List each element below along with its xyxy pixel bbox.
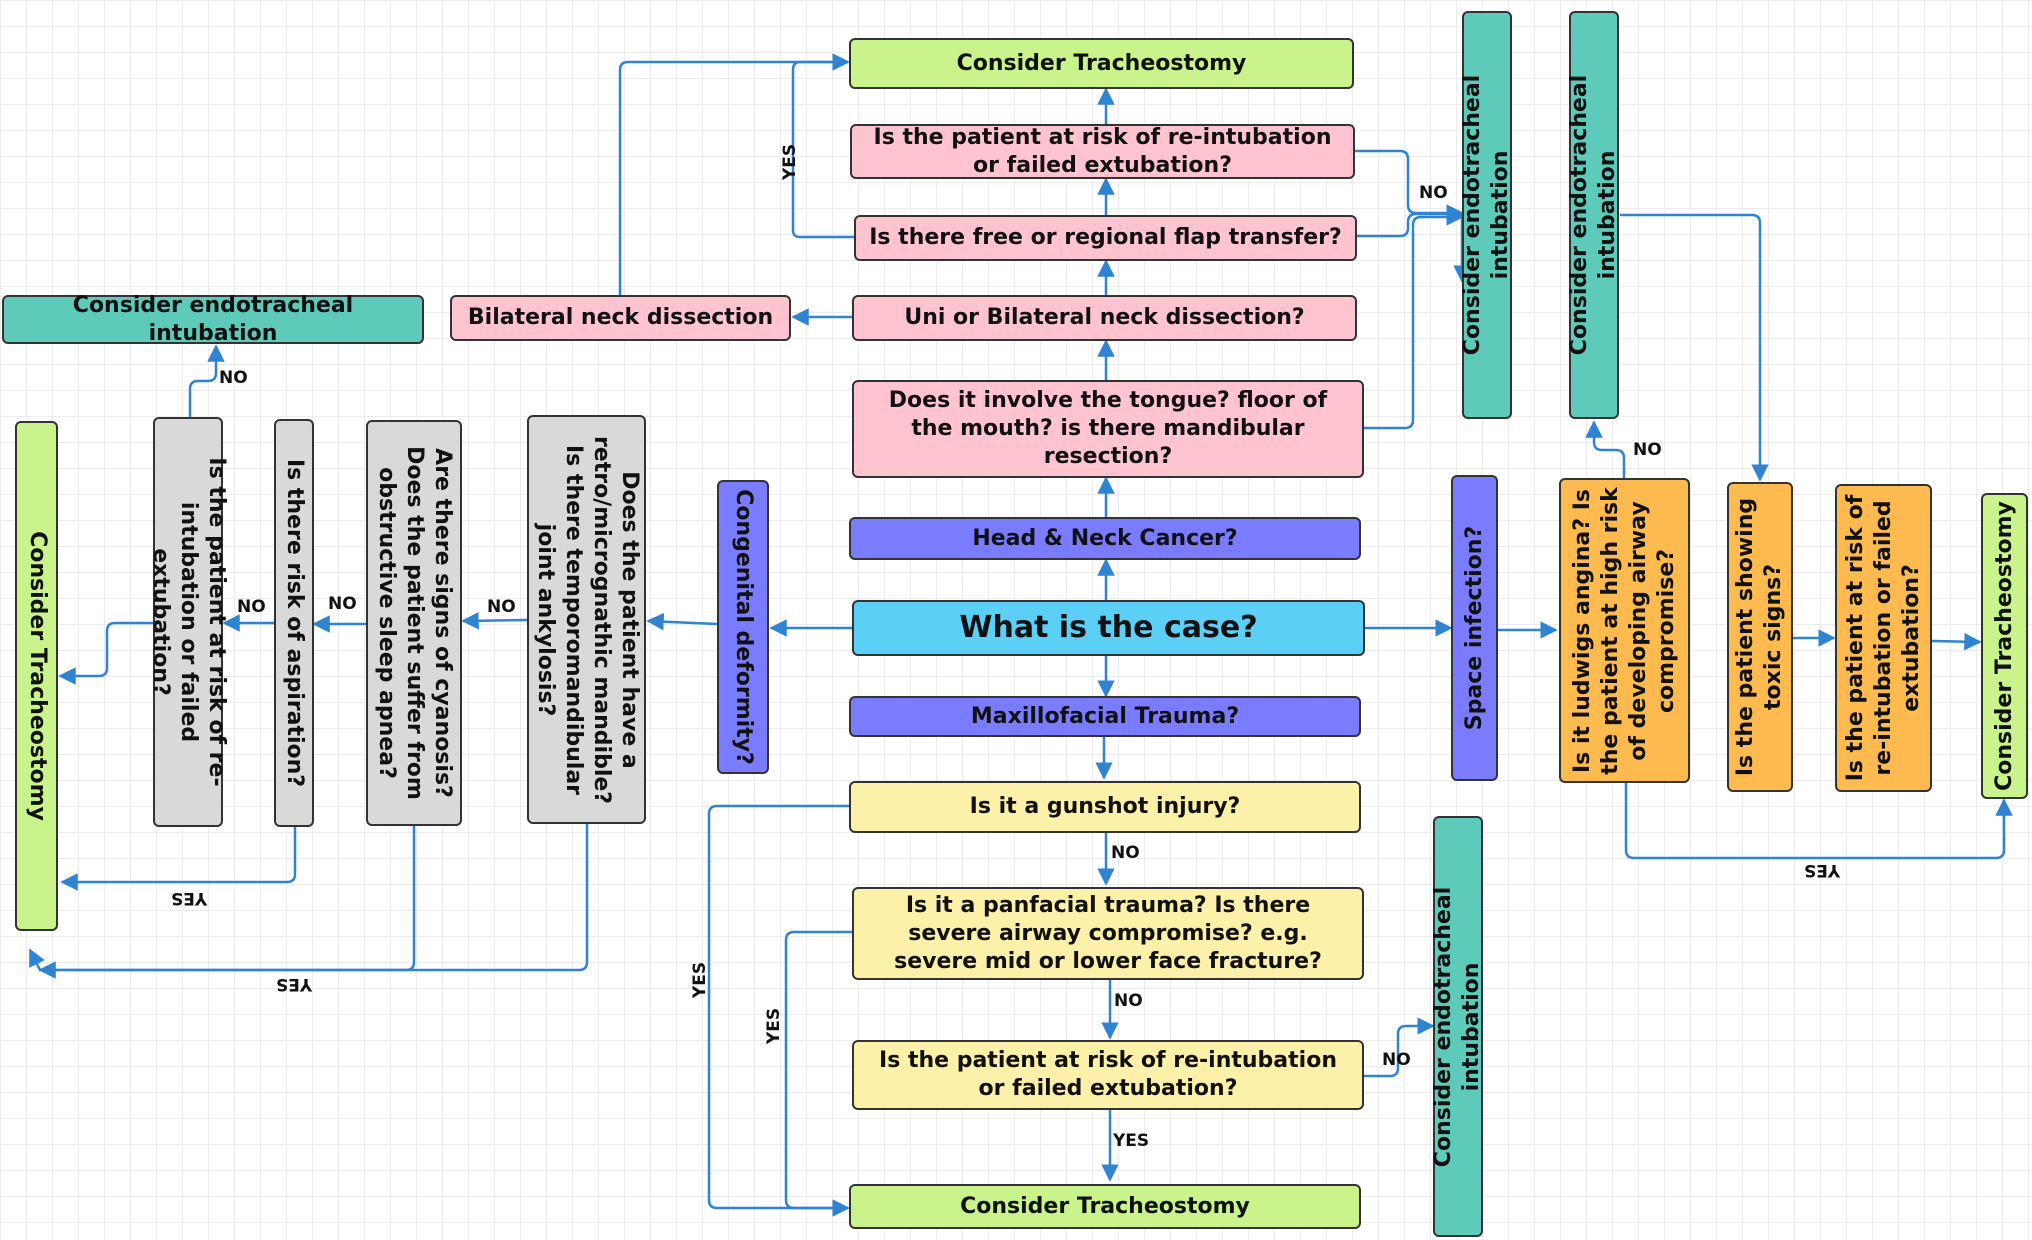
label-yes-top: YES bbox=[780, 143, 801, 181]
label-yes-gunshot: YES bbox=[690, 961, 711, 999]
bilateral-dissection-node[interactable]: Bilateral neck dissection bbox=[450, 295, 791, 341]
ludwigs-node[interactable]: Is it ludwigs angina? Is the patient at … bbox=[1559, 478, 1690, 783]
bilateral-dissection-text: Bilateral neck dissection bbox=[467, 305, 774, 330]
edge-risk-left-to-trach bbox=[58, 621, 153, 685]
head-neck-cancer-node[interactable]: Head & Neck Cancer? bbox=[849, 517, 1361, 560]
space-infection-node[interactable]: Space infection? bbox=[1451, 475, 1498, 781]
label-yes-left-bottom: YES bbox=[276, 974, 313, 994]
edge-risk-no-to-endo bbox=[1355, 149, 1464, 222]
flap-transfer-text: Is there free or regional flap transfer? bbox=[869, 225, 1342, 250]
aspiration-node[interactable]: Is there risk of aspiration? bbox=[274, 419, 314, 827]
edge-risk-right-to-trach bbox=[1931, 632, 1982, 651]
label-no-gunshot: NO bbox=[1111, 843, 1140, 863]
edge-tongue-no-to-endo bbox=[1355, 208, 1464, 430]
edge-congenital-to-retro bbox=[646, 612, 718, 631]
what-is-the-case-node[interactable]: What is the case? bbox=[852, 600, 1365, 656]
label-no-top-right: NO bbox=[1419, 183, 1448, 203]
risk-reintubation-left-node[interactable]: Is the patient at risk of re-intubation … bbox=[148, 417, 229, 827]
risk-reintubation-top-text: Is the patient at risk of re-intubation … bbox=[873, 124, 1332, 178]
toxic-signs-text: Is the patient showing toxic signs? bbox=[1733, 497, 1786, 777]
edge-risk-bottom-no-to-endo bbox=[1364, 1017, 1435, 1078]
retro-micrognathic-node[interactable]: Does the patient have a retro/micrognath… bbox=[527, 415, 646, 824]
cyanosis-text: Are there signs of cyanosis? Does the pa… bbox=[374, 446, 455, 800]
edge-bilateral-to-trach bbox=[618, 53, 850, 295]
endo-vertical-bottom-node[interactable]: Consider endotracheal intubation bbox=[1431, 816, 1484, 1237]
edge-cyanosis-yes-to-trach bbox=[28, 826, 416, 972]
edge-flap-no-to-endo bbox=[1357, 205, 1464, 238]
label-yes-right: YES bbox=[1804, 860, 1841, 880]
trach-top-node[interactable]: Consider Tracheostomy bbox=[849, 38, 1354, 89]
trach-top-text: Consider Tracheostomy bbox=[956, 50, 1247, 76]
label-yes-left-mid: YES bbox=[171, 888, 208, 908]
edge-endo-right-to-toxic bbox=[1620, 213, 1769, 482]
maxillofacial-trauma-text: Maxillofacial Trauma? bbox=[970, 703, 1240, 729]
congenital-deformity-text: Congenital deformity? bbox=[731, 489, 756, 765]
aspiration-text: Is there risk of aspiration? bbox=[282, 458, 307, 788]
risk-reintubation-bottom-text: Is the patient at risk of re-intubation … bbox=[879, 1048, 1337, 1101]
gunshot-node[interactable]: Is it a gunshot injury? bbox=[849, 781, 1361, 833]
trach-left-text: Consider Tracheostomy bbox=[24, 531, 50, 821]
label-no-panfacial: NO bbox=[1114, 991, 1143, 1011]
risk-reintubation-right-node[interactable]: Is the patient at risk of re-intubation … bbox=[1835, 484, 1932, 792]
space-infection-text: Space infection? bbox=[1461, 525, 1487, 731]
endo-top-left-text: Consider endotracheal intubation bbox=[72, 292, 354, 346]
endo-vertical-right-node[interactable]: Consider endotracheal intubation bbox=[1567, 11, 1620, 419]
uni-bilateral-node[interactable]: Uni or Bilateral neck dissection? bbox=[852, 295, 1357, 341]
cyanosis-node[interactable]: Are there signs of cyanosis? Does the pa… bbox=[366, 420, 462, 826]
label-no-endo-left: NO bbox=[219, 368, 248, 388]
toxic-signs-node[interactable]: Is the patient showing toxic signs? bbox=[1727, 482, 1793, 792]
panfacial-text: Is it a panfacial trauma? Is there sever… bbox=[894, 892, 1322, 974]
risk-reintubation-bottom-node[interactable]: Is the patient at risk of re-intubation … bbox=[852, 1040, 1364, 1110]
label-no-ludwigs: NO bbox=[1633, 440, 1662, 460]
trach-bottom-text: Consider Tracheostomy bbox=[960, 1193, 1250, 1219]
label-no-cyanosis: NO bbox=[328, 594, 357, 614]
ludwigs-text: Is it ludwigs angina? Is the patient at … bbox=[1569, 486, 1679, 775]
edge-ludwigs-yes-to-trach bbox=[1624, 783, 2013, 860]
label-no-retro: NO bbox=[487, 597, 516, 617]
risk-reintubation-top-node[interactable]: Is the patient at risk of re-intubation … bbox=[850, 124, 1355, 179]
edge-aspiration-yes-to-trach bbox=[60, 827, 297, 891]
label-no-risk-bottom: NO bbox=[1382, 1050, 1411, 1070]
gunshot-text: Is it a gunshot injury? bbox=[969, 794, 1241, 819]
trach-right-node[interactable]: Consider Tracheostomy bbox=[1981, 493, 2028, 799]
endo-vertical-bottom-text: Consider endotracheal intubation bbox=[1431, 886, 1484, 1167]
endo-vertical-center-node[interactable]: Consider endotracheal intubation bbox=[1460, 11, 1513, 419]
edge-gunshot-yes-to-trach bbox=[707, 804, 850, 1217]
edge-risk-left-no-to-endo bbox=[188, 344, 225, 417]
uni-bilateral-text: Uni or Bilateral neck dissection? bbox=[904, 305, 1305, 330]
risk-reintubation-left-text: Is the patient at risk of re-intubation … bbox=[148, 457, 229, 787]
congenital-deformity-node[interactable]: Congenital deformity? bbox=[717, 480, 769, 774]
edge-retro-to-cyanosis bbox=[461, 612, 528, 630]
label-no-aspiration: NO bbox=[237, 597, 266, 617]
trach-right-text: Consider Tracheostomy bbox=[1991, 501, 2017, 791]
trach-left-node[interactable]: Consider Tracheostomy bbox=[15, 421, 58, 931]
endo-vertical-center-text: Consider endotracheal intubation bbox=[1460, 74, 1513, 356]
edge-retro-yes-to-trach bbox=[38, 824, 589, 979]
endo-vertical-right-text: Consider endotracheal intubation bbox=[1567, 74, 1620, 356]
risk-reintubation-right-text: Is the patient at risk of re-intubation … bbox=[1842, 494, 1924, 782]
tongue-floor-text: Does it involve the tongue? floor of the… bbox=[888, 388, 1328, 469]
tongue-floor-node[interactable]: Does it involve the tongue? floor of the… bbox=[852, 380, 1364, 478]
label-yes-panfacial: YES bbox=[764, 1007, 785, 1045]
head-neck-cancer-text: Head & Neck Cancer? bbox=[972, 525, 1238, 551]
edge-flap-yes-to-trach bbox=[791, 53, 854, 239]
endo-top-left-node[interactable]: Consider endotracheal intubation bbox=[2, 293, 424, 346]
maxillofacial-trauma-node[interactable]: Maxillofacial Trauma? bbox=[849, 696, 1361, 737]
what-is-the-case-text: What is the case? bbox=[959, 610, 1258, 645]
edge-ludwigs-no-to-endo bbox=[1585, 420, 1626, 478]
panfacial-node[interactable]: Is it a panfacial trauma? Is there sever… bbox=[852, 887, 1364, 980]
trach-bottom-node[interactable]: Consider Tracheostomy bbox=[849, 1184, 1361, 1229]
label-yes-risk-bottom: YES bbox=[1113, 1131, 1150, 1151]
flap-transfer-node[interactable]: Is there free or regional flap transfer? bbox=[854, 215, 1357, 261]
edge-panfacial-yes-to-trach bbox=[784, 930, 852, 1217]
retro-micrognathic-text: Does the patient have a retro/micrognath… bbox=[532, 435, 642, 804]
